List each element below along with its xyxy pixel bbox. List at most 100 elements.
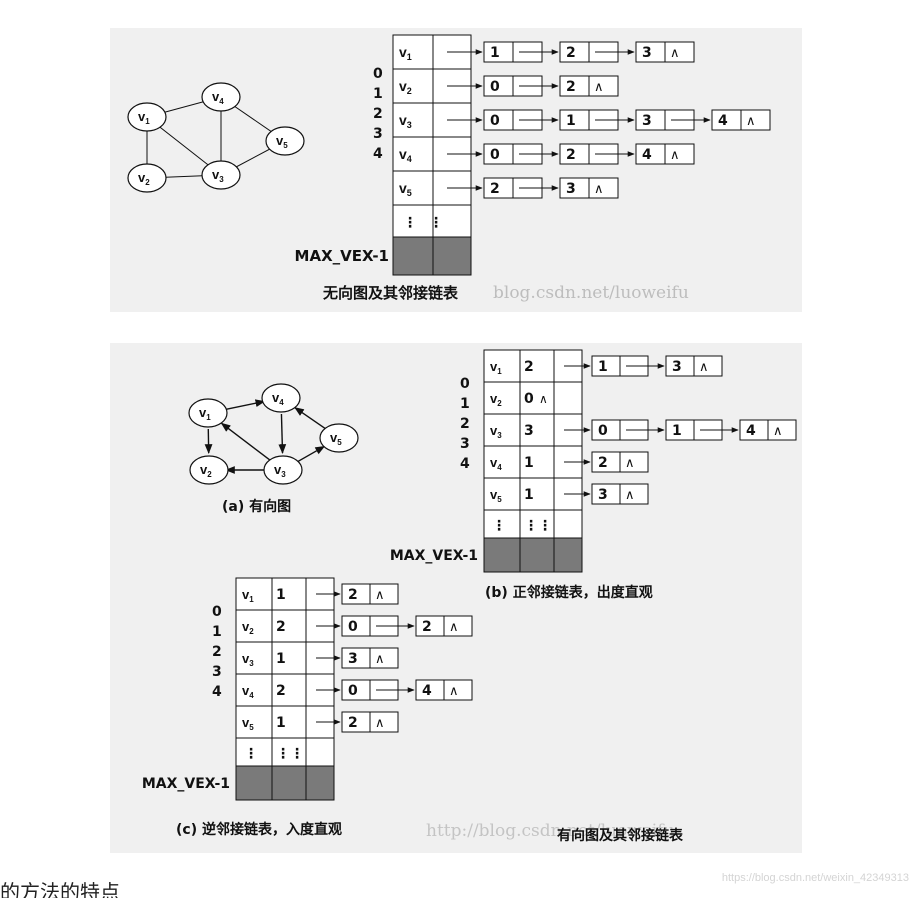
out-table-list-4-node-value-0: 3	[598, 487, 608, 503]
undirected-list-4-null-mark: ∧	[594, 182, 604, 197]
undirected-vertex-v5	[265, 126, 305, 156]
in-table-degree-cell-2	[271, 641, 307, 675]
directed-arc-2	[220, 422, 271, 461]
out-table-index-1: 1	[460, 396, 470, 412]
out-table-vertex-cell-1	[483, 381, 521, 415]
undirected-vertex-v3	[201, 160, 241, 190]
in-table-list-0-node-value-0: 2	[348, 587, 358, 603]
undirected-head-vertex-cell-4	[392, 170, 434, 206]
in-table-degree-0: 1	[276, 587, 286, 603]
undirected-ellipsis-cell	[392, 204, 434, 238]
in-table-vertex-cell-1	[235, 609, 273, 643]
undirected-list-4-node-value-0: 2	[490, 181, 500, 197]
undirected-head-vertex-0: v1	[399, 44, 412, 62]
directed-caption-b: (b) 正邻接链表，出度直观	[485, 584, 653, 601]
in-table-ellipsis-2: ⋮	[276, 746, 290, 762]
out-table-list-4-null-mark: ∧	[625, 488, 635, 503]
directed-vertex-v5	[319, 423, 359, 453]
in-table-list-3-node-value-1: 4	[422, 683, 432, 699]
out-table-degree-2: 3	[524, 423, 534, 439]
directed-vertex-v5-label: v5	[330, 430, 342, 447]
undirected-index-3: 3	[373, 126, 383, 142]
directed-arc-5	[294, 407, 327, 430]
undirected-list-2-null-mark: ∧	[746, 114, 756, 129]
undirected-ellipsis-2: ⋮	[429, 215, 443, 231]
out-table-max-vex-label: MAX_VEX-1	[390, 548, 478, 564]
in-table-index-4: 4	[212, 684, 222, 700]
out-table-reserved-cell-2	[519, 537, 555, 573]
truncated-text-fragment: 的方法的特点	[0, 880, 120, 898]
in-table-list-4-node-value-0: 2	[348, 715, 358, 731]
directed-vertex-v1	[188, 398, 228, 428]
out-table-index-2: 2	[460, 416, 470, 432]
out-table-reserved-cell	[483, 537, 521, 573]
undirected-head-vertex-4: v5	[399, 180, 412, 198]
directed-caption-c: (c) 逆邻接链表，入度直观	[176, 821, 342, 838]
undirected-list-4-node-value-1: 3	[566, 181, 576, 197]
in-table-index-3: 3	[212, 664, 222, 680]
in-table-list-4-null-mark: ∧	[375, 716, 385, 731]
in-table-reserved-cell-2	[271, 765, 307, 801]
undirected-ellipsis-1: ⋮	[403, 215, 417, 231]
out-table-vertex-cell-3	[483, 445, 521, 479]
out-table-vertex-0: v1	[490, 359, 502, 376]
undirected-list-0-null-mark: ∧	[670, 46, 680, 61]
in-table-degree-1: 2	[276, 619, 286, 635]
in-table-list-3-node-value-0: 0	[348, 683, 358, 699]
undirected-vertex-v3-label: v3	[212, 167, 224, 184]
undirected-list-0-node-value-1: 2	[566, 45, 576, 61]
undirected-vertex-v1	[127, 102, 167, 132]
undirected-head-vertex-1: v2	[399, 78, 412, 96]
directed-vertex-v4-label: v4	[272, 390, 284, 407]
in-table-ellipsis-3: ⋮	[290, 746, 304, 762]
undirected-list-1-node-value-1: 2	[566, 79, 576, 95]
in-table-ellipsis-cell	[235, 737, 273, 767]
undirected-list-2-node-value-0: 0	[490, 113, 500, 129]
undirected-caption: 无向图及其邻接链表	[322, 284, 459, 302]
undirected-reserved-cell	[392, 236, 434, 276]
in-table-ellipsis-cell-3	[305, 737, 335, 767]
undirected-vertex-v4	[201, 82, 241, 112]
in-table-list-0-null-mark: ∧	[375, 588, 385, 603]
out-table-ellipsis-cell	[483, 509, 521, 539]
undirected-vertex-v1-label: v1	[138, 109, 150, 126]
undirected-reserved-cell-2	[432, 236, 472, 276]
in-table-list-3-null-mark: ∧	[449, 684, 459, 699]
out-table-vertex-1: v2	[490, 391, 502, 408]
out-table-degree-3: 1	[524, 455, 534, 471]
undirected-list-3-null-mark: ∧	[670, 148, 680, 163]
out-table-degree-cell-3	[519, 445, 555, 479]
directed-vertex-v1-label: v1	[199, 405, 211, 422]
out-table-list-0-null-mark: ∧	[699, 360, 709, 375]
out-table-degree-0: 2	[524, 359, 534, 375]
in-table-reserved-cell-3	[305, 765, 335, 801]
in-table-vertex-3: v4	[242, 683, 254, 700]
undirected-head-vertex-2: v3	[399, 112, 412, 130]
in-table-degree-cell-4	[271, 705, 307, 739]
out-table-ellipsis-3: ⋮	[538, 518, 552, 534]
out-table-list-0-node-value-0: 1	[598, 359, 608, 375]
undirected-vertex-v4-label: v4	[212, 89, 224, 106]
directed-arc-6	[296, 445, 326, 463]
out-table-index-0: 0	[460, 376, 470, 392]
in-table-degree-3: 2	[276, 683, 286, 699]
in-table-degree-2: 1	[276, 651, 286, 667]
undirected-index-1: 1	[373, 86, 383, 102]
undirected-list-0-node-value-0: 1	[490, 45, 500, 61]
out-table-vertex-3: v4	[490, 455, 502, 472]
in-table-list-2-null-mark: ∧	[375, 652, 385, 667]
undirected-list-2-node-value-2: 3	[642, 113, 652, 129]
in-table-index-0: 0	[212, 604, 222, 620]
out-table-index-4: 4	[460, 456, 470, 472]
out-table-list-2-node-value-0: 0	[598, 423, 608, 439]
directed-arc-3	[278, 413, 287, 454]
out-table-null-1: ∧	[539, 392, 548, 406]
out-table-reserved-cell-3	[553, 537, 583, 573]
out-table-list-2-null-mark: ∧	[773, 424, 783, 439]
footer-watermark: https://blog.csdn.net/weixin_42349313	[721, 872, 909, 884]
in-table-degree-cell-0	[271, 577, 307, 611]
out-table-list-2-node-value-1: 1	[672, 423, 682, 439]
undirected-index-0: 0	[373, 66, 383, 82]
out-table-degree-1: 0	[524, 391, 534, 407]
